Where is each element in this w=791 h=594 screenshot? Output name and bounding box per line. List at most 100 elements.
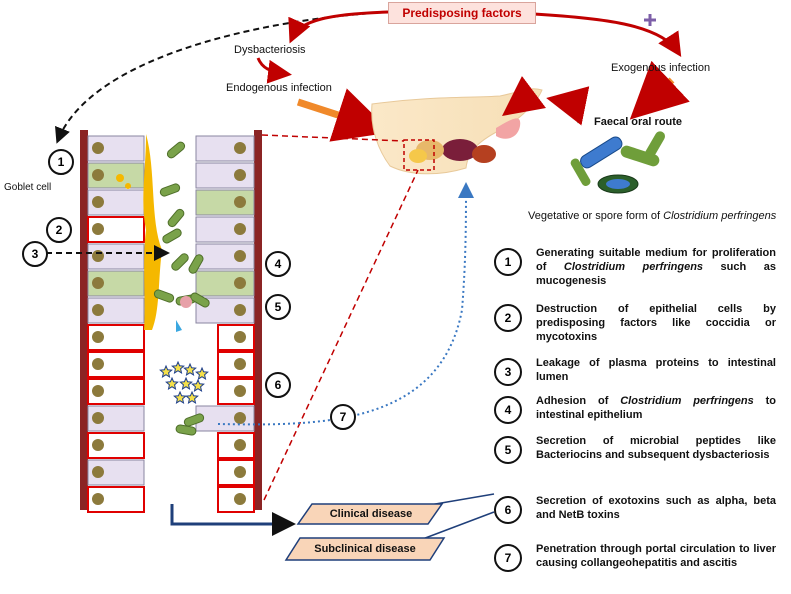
red-arrow-dysbacteriosis [288, 10, 389, 44]
zoom-line-top [261, 134, 405, 142]
marker-1: 1 [48, 149, 74, 175]
right-wall [254, 130, 262, 510]
cell-nucleus [92, 142, 104, 154]
toxin-star [171, 360, 185, 374]
portal-circulation-arrow [217, 182, 474, 426]
legend-number: 4 [494, 396, 522, 424]
cell-nucleus [234, 493, 246, 505]
marker-2: 2 [46, 217, 72, 243]
disease-line-2 [419, 511, 495, 541]
bacterium [171, 253, 189, 271]
legend-text-pre: Generating suitable medium for prolifera… [536, 247, 776, 273]
legend-item-4: 4 Adhesion of Clostridium perfringens to… [494, 394, 784, 424]
faecal-oral-label: Faecal oral route [594, 116, 683, 128]
cell-nucleus [234, 331, 246, 343]
red-arrow-exogenous [533, 12, 682, 58]
marker-5: 5 [265, 294, 291, 320]
toxin-star [173, 390, 187, 404]
toxin-star [159, 364, 173, 378]
legend-number: 7 [494, 544, 522, 572]
disease-arrow [170, 504, 296, 536]
legend-text-pre: Secretion of microbial peptides like Bac… [536, 435, 776, 461]
cell-nucleus [92, 412, 104, 424]
bacterium [175, 424, 197, 436]
legend-text-pre: Secretion of exotoxins such as alpha, be… [536, 495, 776, 521]
legend-number: 6 [494, 496, 522, 524]
cell-nucleus [92, 277, 104, 289]
gut-organ-2 [472, 145, 496, 163]
bacterium [166, 141, 186, 159]
mucus-layer [143, 134, 162, 330]
toxin-star [191, 378, 205, 392]
legend-text: Penetration through portal circulation t… [536, 542, 776, 570]
cell-nucleus [92, 223, 104, 235]
left-epithelium [87, 135, 145, 513]
endogenous-infection-label: Endogenous infection [226, 82, 332, 94]
legend-number: 5 [494, 436, 522, 464]
cell-nucleus [92, 169, 104, 181]
legend-text: Adhesion of Clostridium perfringens to i… [536, 394, 776, 422]
plus-icon [644, 14, 656, 26]
dashed-arrow-to-goblet [55, 11, 389, 144]
predisposing-factors-box: Predisposing factors [388, 2, 536, 24]
gut-organ-4 [496, 118, 521, 139]
green-arrow-1 [546, 86, 590, 126]
cell-nucleus [92, 385, 104, 397]
legend-text-pre: Destruction of epithelial cells by predi… [536, 303, 776, 343]
exotoxin-stars [159, 360, 209, 404]
subclinical-disease-box [284, 537, 446, 561]
epithelial-cell [87, 432, 145, 459]
legend-text-pre: Penetration through portal circulation t… [536, 543, 776, 569]
legend-number: 3 [494, 358, 522, 386]
cell-nucleus [234, 142, 246, 154]
red-arrow-endogenous [256, 57, 292, 84]
subclinical-disease-label: Subclinical disease [314, 543, 416, 555]
legend-item-2: 2 Destruction of epithelial cells by pre… [494, 302, 784, 344]
cell-nucleus [234, 304, 246, 316]
legend-text-italic: Clostridium perfringens [620, 395, 754, 407]
legend-number: 2 [494, 304, 522, 332]
cell-nucleus [92, 250, 104, 262]
bacterium [162, 228, 182, 244]
cell-nucleus [92, 304, 104, 316]
bacteria-cluster [570, 131, 665, 194]
legend-text: Destruction of epithelial cells by predi… [536, 302, 776, 344]
gut-organ-1 [442, 139, 478, 161]
zoom-box [403, 139, 435, 171]
lumen-bacteria [153, 141, 210, 436]
zoom-line-bottom [263, 169, 419, 501]
toxin-star [179, 376, 193, 390]
legend-item-3: 3 Leakage of plasma proteins to intestin… [494, 356, 784, 386]
goblet-cell-label: Goblet cell [4, 182, 52, 193]
cell-nucleus [234, 277, 246, 289]
vegetative-label: Vegetative or spore form of Clostridium … [528, 210, 776, 222]
cell-nucleus [234, 412, 246, 424]
legend-text: Secretion of exotoxins such as alpha, be… [536, 494, 776, 522]
toxin-star [183, 362, 197, 376]
bacterium [167, 208, 185, 228]
right-epithelium [195, 135, 255, 513]
bacterium [159, 183, 181, 197]
legend-number: 1 [494, 248, 522, 276]
legend-item-5: 5 Secretion of microbial peptides like B… [494, 434, 784, 464]
legend-text-pre: Adhesion of [536, 395, 621, 407]
epithelial-cell [87, 243, 145, 270]
orange-arrow-faecal [629, 60, 690, 120]
epithelial-cell [87, 378, 145, 405]
exogenous-infection-label: Exogenous infection [611, 62, 711, 74]
legend-text-post: to intestinal epithelium [536, 395, 776, 421]
cell-nucleus [92, 466, 104, 478]
toxin-star [185, 390, 199, 404]
peptide-marker [176, 320, 182, 332]
legend-item-6: 6 Secretion of exotoxins such as alpha, … [494, 494, 784, 524]
legend-text-pre: Leakage of plasma proteins to intestinal… [536, 357, 776, 383]
cell-nucleus [234, 196, 246, 208]
legend-item-1: 1 Generating suitable medium for prolife… [494, 246, 784, 288]
legend-text: Generating suitable medium for prolifera… [536, 246, 776, 288]
marker-6: 6 [265, 372, 291, 398]
cell-nucleus [234, 439, 246, 451]
left-wall [80, 130, 88, 510]
cell-nucleus [234, 250, 246, 262]
clinical-disease-box [296, 503, 444, 525]
